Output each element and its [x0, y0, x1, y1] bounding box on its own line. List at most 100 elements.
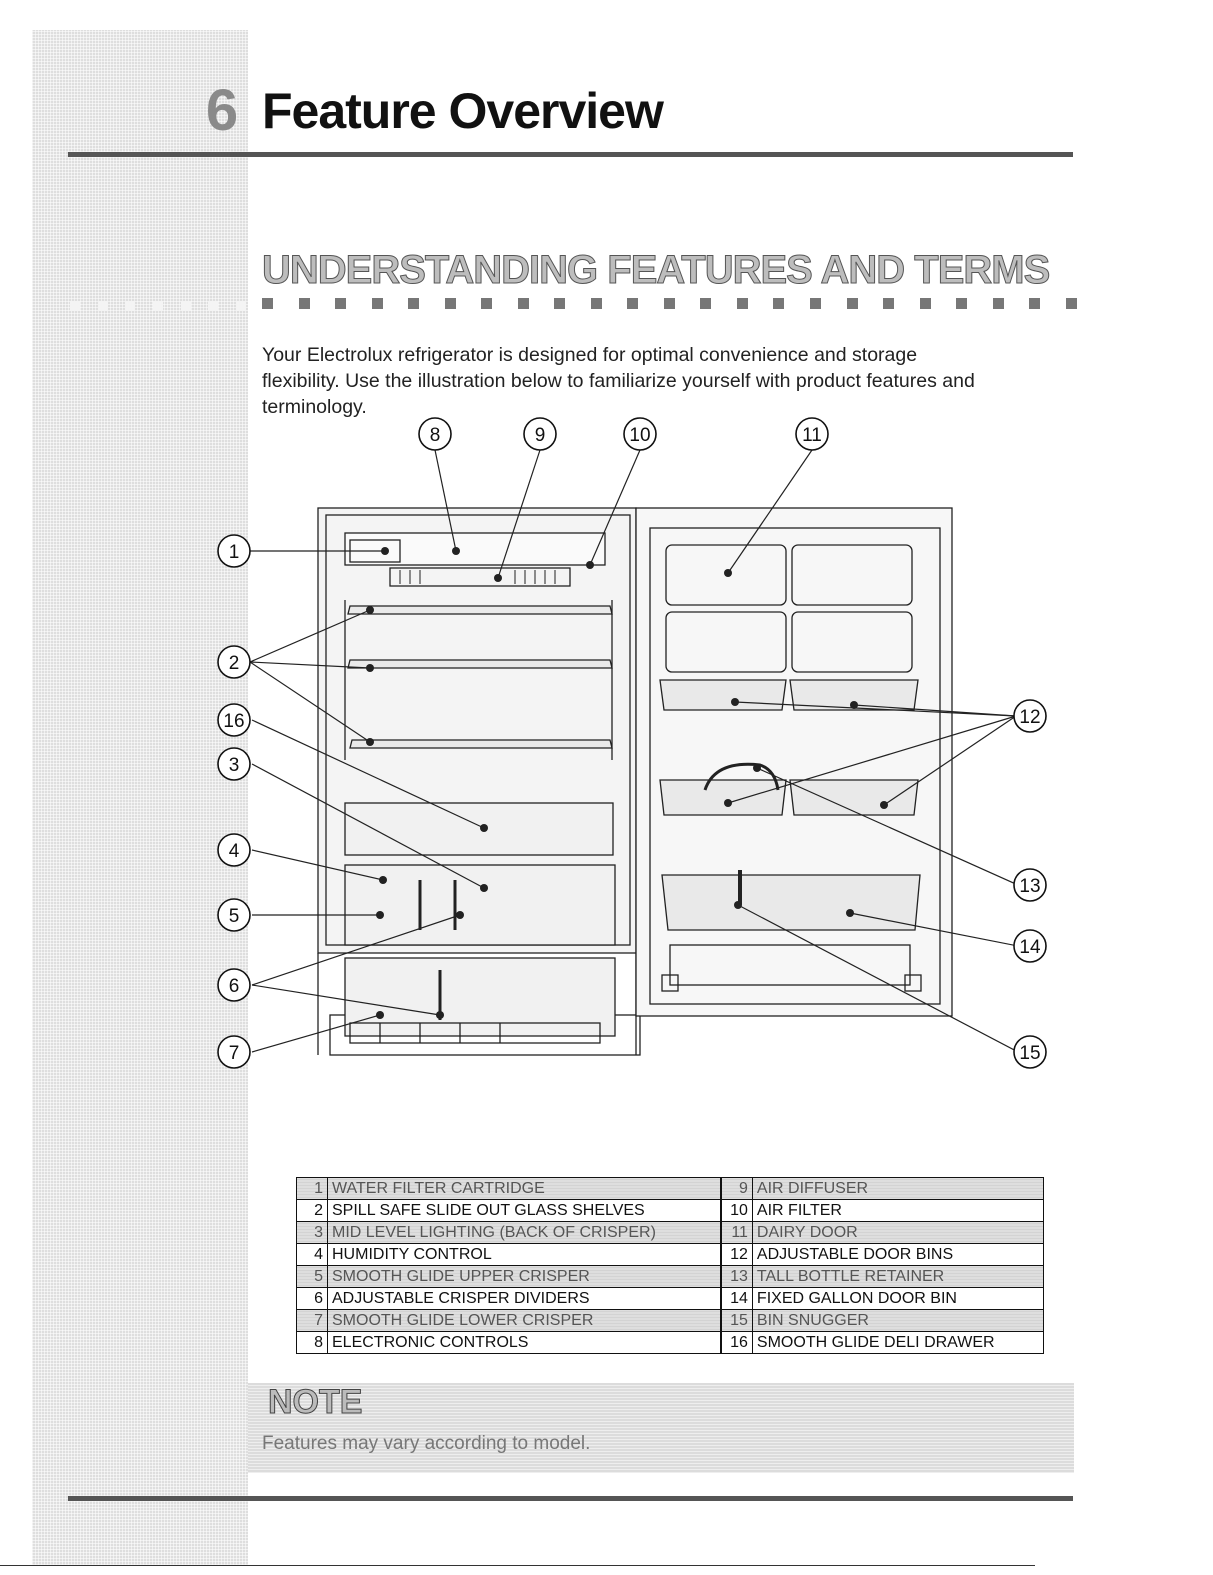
legend-label: FIXED GALLON DOOR BIN	[751, 1287, 1045, 1310]
legend-label: SMOOTH GLIDE UPPER CRISPER	[326, 1265, 722, 1288]
callout-circle	[523, 417, 557, 451]
dairy-door	[665, 544, 787, 606]
gallon-door-bin	[661, 874, 921, 931]
legend-label: HUMIDITY CONTROL	[326, 1243, 722, 1266]
callout-circle	[217, 1035, 251, 1069]
toe-grille	[349, 1022, 601, 1044]
legend-number: 9	[719, 1177, 753, 1200]
glass-shelf	[347, 605, 613, 615]
legend-label: BIN SNUGGER	[751, 1309, 1045, 1332]
callout-label: 7	[229, 1043, 240, 1064]
legend-number: 1	[296, 1177, 328, 1200]
door-bin	[659, 779, 787, 816]
glass-shelf	[347, 659, 613, 669]
callout-circle	[217, 747, 251, 781]
callout-label: 13	[1019, 876, 1040, 897]
intro-line: Your Electrolux refrigerator is designed…	[262, 344, 918, 366]
page-bottom-line	[0, 1565, 1035, 1566]
callout-label: 8	[430, 425, 441, 446]
legend-number: 10	[719, 1199, 753, 1222]
legend-number: 11	[719, 1221, 753, 1244]
legend-label: SMOOTH GLIDE LOWER CRISPER	[326, 1309, 722, 1332]
callout-circle	[1013, 929, 1047, 963]
upper-crisper	[344, 864, 616, 946]
callout-label: 3	[229, 755, 240, 776]
legend-label: SMOOTH GLIDE DELI DRAWER	[751, 1331, 1045, 1354]
note-title: NOTE	[267, 1383, 363, 1422]
callout-circle	[1013, 699, 1047, 733]
callout-label: 14	[1019, 937, 1041, 958]
callout-label: 6	[229, 976, 240, 997]
legend-label: TALL BOTTLE RETAINER	[751, 1265, 1045, 1288]
note-box: NOTE Features may vary according to mode…	[248, 1383, 1074, 1473]
callout-circle	[795, 417, 829, 451]
footer-rule	[68, 1496, 1073, 1501]
header-rule	[68, 152, 1073, 157]
intro-paragraph: Your Electrolux refrigerator is designed…	[262, 342, 1072, 420]
door-bin	[789, 779, 919, 816]
legend-label: ADJUSTABLE DOOR BINS	[751, 1243, 1045, 1266]
callout-circle	[217, 968, 251, 1002]
leader-lines	[249, 449, 1019, 1053]
callout-circle	[217, 703, 251, 737]
legend-number: 8	[296, 1331, 328, 1354]
legend-number: 2	[296, 1199, 328, 1222]
air-diffuser-vent	[389, 567, 571, 587]
sidebar-texture	[32, 30, 248, 1565]
legend-number: 13	[719, 1265, 753, 1288]
door-bin	[789, 679, 919, 711]
callout-circle	[217, 534, 251, 568]
callout-label: 11	[802, 425, 822, 446]
callout-label: 5	[229, 906, 240, 927]
callout-label: 4	[229, 841, 240, 862]
legend-number: 12	[719, 1243, 753, 1266]
callout-label: 16	[223, 711, 244, 732]
legend-label: ELECTRONIC CONTROLS	[326, 1331, 722, 1354]
callout-circle	[1013, 1035, 1047, 1069]
legend-number: 16	[719, 1331, 753, 1354]
section-title: UNDERSTANDING FEATURES AND TERMS	[261, 248, 1050, 293]
legend-number: 14	[719, 1287, 753, 1310]
door-inner	[649, 527, 941, 1005]
chapter-number: 6	[205, 78, 239, 143]
legend-number: 3	[296, 1221, 328, 1244]
legend-number: 4	[296, 1243, 328, 1266]
note-text: Features may vary according to model.	[262, 1433, 591, 1454]
door-lower-panel	[669, 944, 911, 986]
callout-circle	[623, 417, 657, 451]
bottle-retainer	[703, 762, 780, 791]
callout-label: 9	[535, 425, 546, 446]
legend-number: 6	[296, 1287, 328, 1310]
callout-circle	[217, 898, 251, 932]
callout-circle	[217, 645, 251, 679]
glass-shelf	[349, 739, 613, 749]
callout-label: 2	[229, 653, 240, 674]
legend-label: AIR FILTER	[751, 1199, 1045, 1222]
section-dot-row	[262, 298, 1077, 312]
legend-label: MID LEVEL LIGHTING (BACK OF CRISPER)	[326, 1221, 722, 1244]
callout-label: 10	[629, 425, 650, 446]
legend-label: DAIRY DOOR	[751, 1221, 1045, 1244]
intro-line: terminology.	[262, 396, 367, 418]
legend-label: ADJUSTABLE CRISPER DIVIDERS	[326, 1287, 722, 1310]
legend-number: 15	[719, 1309, 753, 1332]
legend-label: WATER FILTER CARTRIDGE	[326, 1177, 722, 1200]
legend-label: SPILL SAFE SLIDE OUT GLASS SHELVES	[326, 1199, 722, 1222]
deli-drawer	[344, 802, 614, 856]
callout-circle	[217, 833, 251, 867]
door-bin	[659, 679, 787, 711]
intro-line: flexibility. Use the illustration below …	[262, 370, 975, 392]
callout-circle	[418, 417, 452, 451]
callout-circle	[1013, 868, 1047, 902]
lower-crisper	[344, 957, 616, 1037]
feature-dots	[366, 547, 888, 1019]
